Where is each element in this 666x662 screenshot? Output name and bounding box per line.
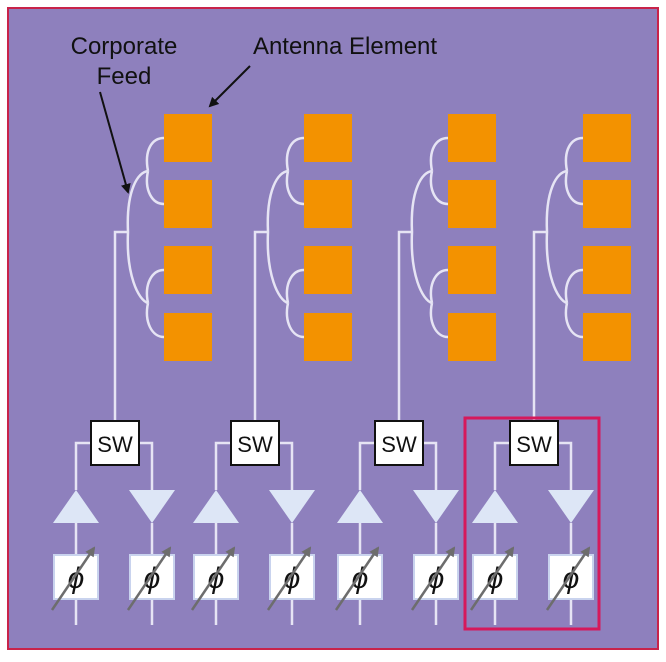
corporate-feed-line [253, 230, 268, 420]
phase-shifter-box [413, 554, 459, 600]
phase-shifter-box [548, 554, 594, 600]
corporate-feed-branch [410, 231, 433, 305]
phase-shift-arrow [410, 546, 456, 611]
corporate-feed-branch [564, 136, 584, 172]
phase-shifter-box [269, 554, 315, 600]
transmit-amplifier [193, 490, 239, 523]
switch-line [214, 441, 231, 490]
antenna-element [448, 180, 496, 228]
antenna-element [164, 114, 212, 162]
corporate-feed-line [113, 230, 128, 420]
phase-shifter-box [53, 554, 99, 600]
corporate-feed-branch [429, 268, 449, 304]
phase-shift-arrow [334, 546, 380, 611]
corporate-feed-branch [564, 302, 584, 339]
corporate-feed-label-line1: Corporate [71, 33, 178, 60]
switch-line [139, 441, 154, 490]
transmit-amplifier [337, 490, 383, 523]
switch-label: SW [97, 432, 133, 457]
antenna-element [164, 180, 212, 228]
switch-line [423, 441, 438, 490]
switch-box [90, 420, 140, 466]
antenna-element [583, 313, 631, 361]
corporate-feed-branch [145, 302, 165, 339]
corporate-feed-branch [429, 136, 449, 172]
switch-line [493, 441, 510, 490]
corporate-feed-branch [266, 231, 289, 305]
antenna-element [448, 114, 496, 162]
corporate-feed-branch [145, 268, 165, 304]
corporate-feed-branch [564, 170, 584, 206]
corporate-feed-branch [429, 302, 449, 339]
phase-shifter-box [337, 554, 383, 600]
corporate-feed-branch [410, 169, 433, 233]
phase-shifter-box [472, 554, 518, 600]
switch-label: SW [381, 432, 417, 457]
corporate-feed-branch [285, 136, 305, 172]
phase-shift-arrow [50, 546, 96, 611]
switch-label: SW [237, 432, 273, 457]
corporate-feed-arrow [99, 91, 131, 194]
receive-amplifier [413, 490, 459, 523]
antenna-element-arrow [208, 65, 251, 108]
phase-shifter-box [129, 554, 175, 600]
corporate-feed-line [532, 230, 547, 420]
receive-amplifier [548, 490, 594, 523]
switch-box [230, 420, 280, 466]
antenna-element [583, 114, 631, 162]
antenna-element [448, 313, 496, 361]
receive-amplifier [269, 490, 315, 523]
receive-amplifier [129, 490, 175, 523]
antenna-element [448, 246, 496, 294]
transmit-amplifier [472, 490, 518, 523]
corporate-feed-label-line2: Feed [97, 63, 152, 90]
phase-shift-arrow [126, 546, 172, 611]
antenna-element-label: Antenna Element [253, 33, 437, 60]
corporate-feed-branch [545, 231, 568, 305]
phase-shifter-box [193, 554, 239, 600]
switch-line [558, 441, 573, 490]
switch-box [509, 420, 559, 466]
antenna-element [583, 180, 631, 228]
phase-shift-arrow [469, 546, 515, 611]
corporate-feed-branch [285, 268, 305, 304]
corporate-feed-branch [429, 170, 449, 206]
corporate-feed-branch [145, 170, 165, 206]
corporate-feed-line [397, 230, 412, 420]
corporate-feed-branch [545, 169, 568, 233]
switch-line [358, 441, 375, 490]
switch-box [374, 420, 424, 466]
phase-shift-arrow [545, 546, 591, 611]
corporate-feed-branch [126, 169, 149, 233]
antenna-element [164, 313, 212, 361]
corporate-feed-branch [564, 268, 584, 304]
corporate-feed-branch [285, 302, 305, 339]
corporate-feed-branch [285, 170, 305, 206]
antenna-element [304, 114, 352, 162]
highlighted-channel-box [463, 416, 601, 631]
corporate-feed-branch [266, 169, 289, 233]
antenna-element [583, 246, 631, 294]
switch-label: SW [516, 432, 552, 457]
phase-shift-arrow [266, 546, 312, 611]
phase-shift-arrow [190, 546, 236, 611]
switch-line [279, 441, 294, 490]
transmit-amplifier [53, 490, 99, 523]
antenna-element [164, 246, 212, 294]
switch-line [74, 441, 91, 490]
antenna-element [304, 246, 352, 294]
antenna-element [304, 313, 352, 361]
corporate-feed-branch [145, 136, 165, 172]
corporate-feed-branch [126, 231, 149, 305]
antenna-element [304, 180, 352, 228]
